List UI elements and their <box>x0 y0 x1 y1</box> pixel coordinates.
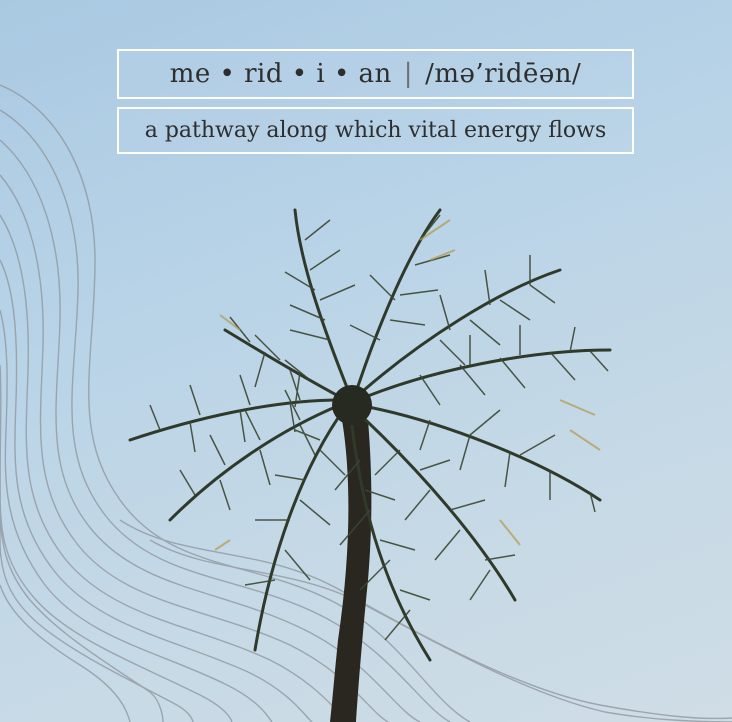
definition-box: a pathway along which vital energy flows <box>117 107 634 154</box>
pronunciation: /mə’ridēən/ <box>425 59 582 89</box>
definition-text: a pathway along which vital energy flows <box>144 118 607 143</box>
word-syllables: me • rid • i • an <box>169 59 392 89</box>
separator: | <box>403 59 414 89</box>
word-header-box: me • rid • i • an | /mə’ridēən/ <box>117 49 634 99</box>
